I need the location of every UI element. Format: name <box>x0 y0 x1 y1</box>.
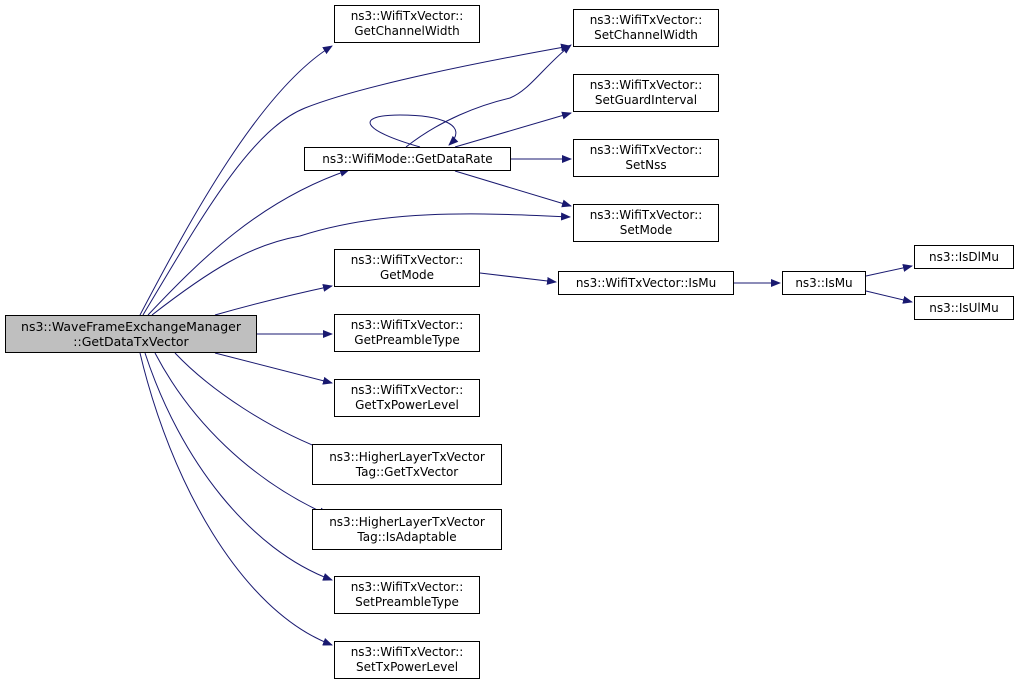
node-label-line1: ns3::WifiTxVector:: <box>350 580 464 594</box>
edge-root-to-getDataRate <box>147 169 350 316</box>
node-is-mu[interactable]: ns3::IsMu <box>782 271 866 295</box>
node-wifi-tx-vector-get-channel-width[interactable]: ns3::WifiTxVector:: GetChannelWidth <box>334 5 480 43</box>
node-label-line2: Tag::IsAdaptable <box>357 529 457 544</box>
edge-root-to-setMode <box>151 212 571 316</box>
edge-root-to-getChanWidth <box>139 45 333 316</box>
node-label-line2: SetNss <box>625 158 667 172</box>
edge-root-to-getTxPower <box>214 352 333 385</box>
node-wifi-tx-vector-set-preamble-type[interactable]: ns3::WifiTxVector:: SetPreambleType <box>334 576 480 614</box>
node-root-wave-frame-exchange-manager-get-data-tx-vector: ns3::WaveFrameExchangeManager ::GetDataT… <box>5 315 257 353</box>
edge-getDataRate-to-setMode <box>454 170 572 208</box>
edge-getDataRate-to-getDataRate <box>369 114 459 148</box>
node-wifi-tx-vector-get-mode[interactable]: ns3::WifiTxVector:: GetMode <box>334 249 480 287</box>
edge-root-to-getMode <box>214 283 333 316</box>
node-higher-layer-tx-vector-tag-get-tx-vector[interactable]: ns3::HigherLayerTxVector Tag::GetTxVecto… <box>312 444 502 485</box>
node-wifi-tx-vector-is-mu[interactable]: ns3::WifiTxVector::IsMu <box>558 271 734 295</box>
node-label-line2: SetChannelWidth <box>594 28 698 42</box>
edge-isMu-to-isUlMu <box>865 290 913 304</box>
node-wifi-tx-vector-set-mode[interactable]: ns3::WifiTxVector:: SetMode <box>573 204 719 242</box>
edge-root-to-setPreamble <box>144 352 333 581</box>
node-label-line2: SetMode <box>619 223 673 237</box>
node-label-line1: ns3::WifiTxVector:: <box>589 143 703 157</box>
edge-getMode-to-isMuVec <box>479 272 557 285</box>
edge-isMu-to-isDlMu <box>865 264 913 277</box>
node-wifi-tx-vector-set-channel-width[interactable]: ns3::WifiTxVector:: SetChannelWidth <box>573 9 719 47</box>
node-label-line1: ns3::IsDlMu <box>929 249 999 264</box>
node-label-line2: GetPreambleType <box>354 333 460 347</box>
edge-getDataRate-to-setGuard <box>454 111 572 148</box>
node-label-line1: ns3::WaveFrameExchangeManager <box>21 319 241 334</box>
node-label-line2: GetMode <box>379 268 435 282</box>
node-label-line1: ns3::IsUlMu <box>929 300 999 315</box>
node-label-line1: ns3::WifiTxVector:: <box>589 208 703 222</box>
node-label-line1: ns3::WifiTxVector:: <box>350 9 464 23</box>
node-wifi-tx-vector-set-guard-interval[interactable]: ns3::WifiTxVector:: SetGuardInterval <box>573 74 719 112</box>
node-label-line1: ns3::WifiTxVector:: <box>350 645 464 659</box>
node-label-line1: ns3::WifiTxVector::IsMu <box>575 275 717 290</box>
node-label-line1: ns3::WifiTxVector:: <box>350 253 464 267</box>
node-wifi-tx-vector-set-tx-power-level[interactable]: ns3::WifiTxVector:: SetTxPowerLevel <box>334 641 480 679</box>
node-label-line2: SetGuardInterval <box>594 93 698 107</box>
node-higher-layer-tx-vector-tag-is-adaptable[interactable]: ns3::HigherLayerTxVector Tag::IsAdaptabl… <box>312 509 502 550</box>
node-label-line1: ns3::WifiTxVector:: <box>589 78 703 92</box>
node-is-ul-mu[interactable]: ns3::IsUlMu <box>914 296 1014 320</box>
node-wifi-mode-get-data-rate[interactable]: ns3::WifiMode::GetDataRate <box>304 147 511 171</box>
node-label-line1: ns3::WifiMode::GetDataRate <box>322 151 493 166</box>
node-label-line2: GetChannelWidth <box>354 24 460 38</box>
node-label-line1: ns3::WifiTxVector:: <box>350 383 464 397</box>
edge-root-to-hlIsAdapt <box>154 352 329 516</box>
node-label-line1: ns3::HigherLayerTxVector <box>329 449 485 464</box>
node-wifi-tx-vector-set-nss[interactable]: ns3::WifiTxVector:: SetNss <box>573 139 719 177</box>
node-wifi-tx-vector-get-tx-power-level[interactable]: ns3::WifiTxVector:: GetTxPowerLevel <box>334 379 480 417</box>
edge-root-to-setTxPower <box>139 352 333 646</box>
node-label-line1: ns3::IsMu <box>795 275 853 290</box>
node-label-line2: Tag::GetTxVector <box>355 464 459 479</box>
node-wifi-tx-vector-get-preamble-type[interactable]: ns3::WifiTxVector:: GetPreambleType <box>334 314 480 352</box>
node-label-line2: SetTxPowerLevel <box>355 660 459 674</box>
node-label-line2: GetTxPowerLevel <box>355 398 459 412</box>
edge-getDataRate-to-setChanWidth <box>405 44 572 148</box>
node-is-dl-mu[interactable]: ns3::IsDlMu <box>914 245 1014 269</box>
node-label-line2: ::GetDataTxVector <box>73 334 189 349</box>
edge-root-to-setChanWidth <box>142 43 571 316</box>
node-label-line1: ns3::WifiTxVector:: <box>350 318 464 332</box>
node-label-line1: ns3::WifiTxVector:: <box>589 13 703 27</box>
node-label-line2: SetPreambleType <box>355 595 459 609</box>
edge-root-to-hlGetTx <box>174 352 331 453</box>
node-label-line1: ns3::HigherLayerTxVector <box>329 514 485 529</box>
